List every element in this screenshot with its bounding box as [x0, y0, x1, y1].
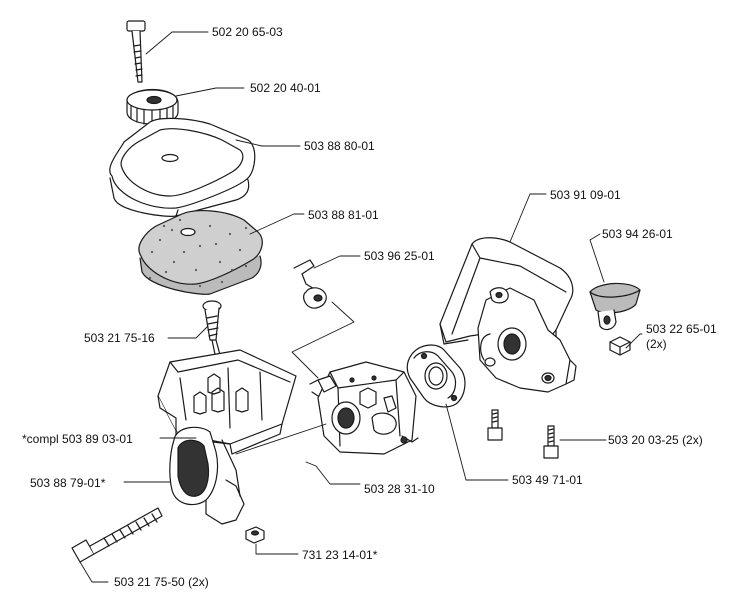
nut — [245, 526, 265, 544]
label-503-88-81-01: 503 88 81-01 — [308, 208, 379, 222]
label-503-96-25-01: 503 96 25-01 — [364, 249, 435, 263]
insulator-flange — [406, 344, 466, 408]
intake-manifold — [477, 287, 577, 393]
screw-pair — [487, 409, 559, 459]
label-502-20-65-03: 502 20 65-03 — [212, 25, 283, 39]
label-503-91-09-01: 503 91 09-01 — [550, 188, 621, 202]
square-nut — [609, 336, 631, 356]
label-compl-503-89-03-01: *compl 503 89 03-01 — [22, 432, 133, 446]
carburetor-housing — [157, 349, 297, 455]
knob-nut — [126, 88, 179, 126]
filter-element — [138, 210, 263, 295]
label-503-49-71-01: 503 49 71-01 — [512, 473, 583, 487]
label-503-21-75-16: 503 21 75-16 — [84, 331, 155, 345]
intake-bellows — [169, 426, 245, 525]
leader-lines — [79, 31, 643, 583]
label-503-28-31-10: 503 28 31-10 — [364, 482, 435, 496]
label-503-22-65-01: 503 22 65-01 — [646, 322, 717, 336]
carburetor — [309, 361, 419, 455]
label-503-94-26-01: 503 94 26-01 — [602, 227, 673, 241]
label-quantity-2x: (2x) — [646, 337, 667, 351]
label-502-20-40-01: 502 20 40-01 — [250, 81, 321, 95]
label-503-88-80-01: 503 88 80-01 — [304, 139, 375, 153]
air-filter-cover — [109, 117, 256, 217]
screw-top — [126, 20, 146, 83]
throttle-link — [293, 259, 327, 309]
label-731-23-14-01: 731 23 14-01* — [302, 548, 378, 562]
long-bolt — [71, 507, 163, 563]
label-503-88-79-01: 503 88 79-01* — [30, 476, 106, 490]
label-503-21-75-50: 503 21 75-50 (2x) — [114, 575, 209, 589]
spring-clip — [589, 282, 641, 331]
label-503-20-03-25: 503 20 03-25 (2x) — [608, 433, 703, 447]
